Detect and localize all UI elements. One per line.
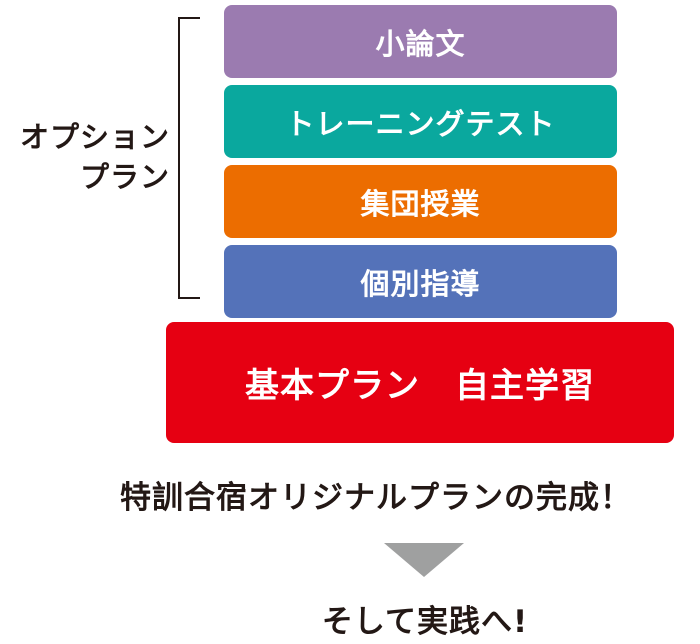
plan-training-test: トレーニングテスト	[224, 85, 617, 158]
option-label-line-1: オプション	[19, 120, 170, 154]
option-plan-label: オプション プラン	[0, 117, 170, 197]
down-arrow-icon	[384, 543, 464, 577]
option-bracket	[178, 17, 200, 299]
plan-essay: 小論文	[224, 5, 617, 78]
completion-text: 特訓合宿オリジナルプランの完成！	[120, 480, 632, 516]
plan-individual-tutoring: 個別指導	[224, 245, 617, 318]
final-text: そして実践へ!	[321, 604, 529, 640]
option-label-line-2: プラン	[79, 160, 170, 194]
base-plan-box: 基本プラン 自主学習	[166, 322, 674, 443]
plan-group-class: 集団授業	[224, 165, 617, 238]
